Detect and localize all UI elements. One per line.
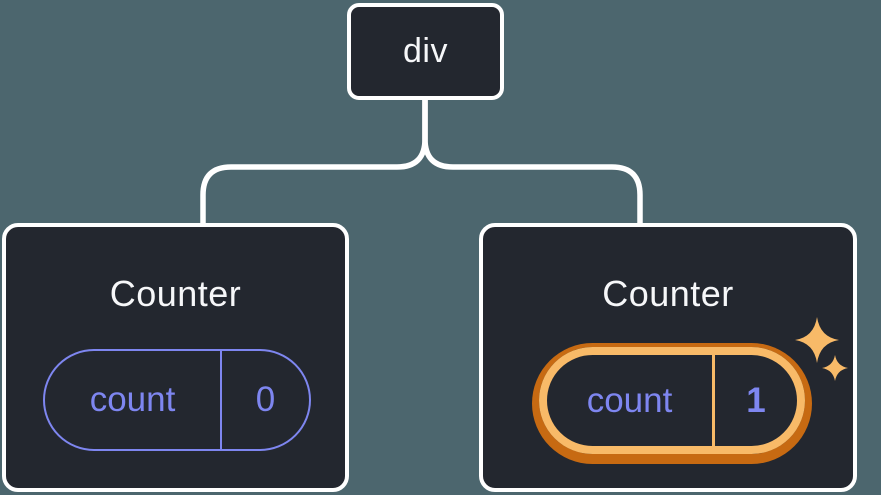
div-node-label: div (403, 32, 448, 70)
counter-title: Counter (602, 273, 734, 314)
state-pill: count 0 (43, 349, 311, 451)
tree-node-div: div (347, 3, 504, 100)
tree-node-counter-1: Counter count 0 (2, 223, 349, 492)
connector-branch-right (422, 97, 643, 227)
sparkle-large (795, 317, 839, 363)
state-value: 0 (220, 351, 309, 449)
connector-branch-left (200, 97, 428, 227)
state-key-label: count (89, 380, 176, 419)
state-pill-highlighted: count 1 (539, 347, 805, 454)
sparkles-icon (795, 317, 848, 381)
state-key-label: count (586, 380, 673, 420)
counter-title: Counter (109, 273, 242, 314)
sparkle-small (822, 355, 848, 381)
tree-node-counter-2: Counter count 1 (479, 223, 857, 492)
state-value: 1 (712, 355, 797, 446)
